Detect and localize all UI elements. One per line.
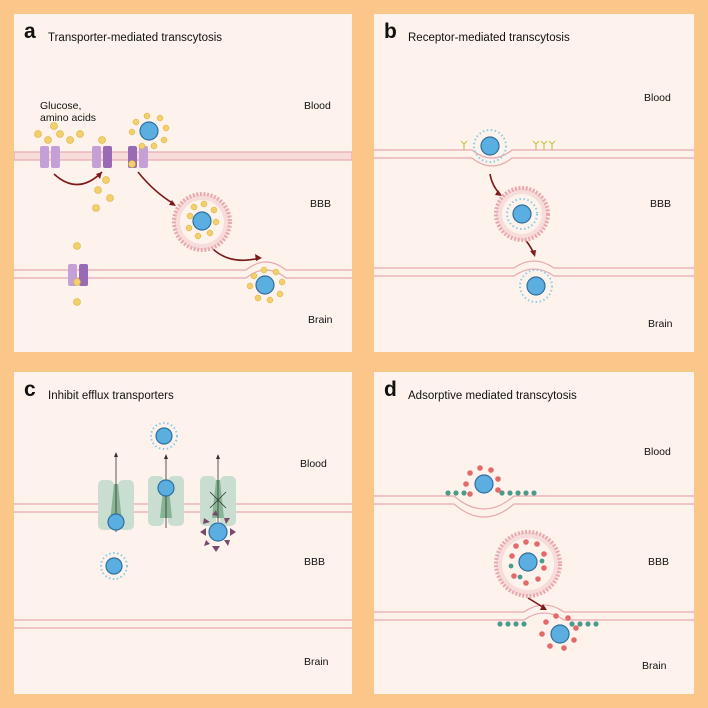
- anionic-sites-top: [445, 490, 537, 496]
- vesicle-a: [172, 192, 232, 252]
- nanoparticle-brain: [519, 269, 553, 303]
- arrow-heads: [96, 172, 262, 261]
- anionic-sites-bottom: [497, 621, 599, 627]
- panel-a: a Transporter-mediated transcytosis Gluc…: [14, 14, 352, 352]
- panel-title: Inhibit efflux transporters: [48, 390, 174, 402]
- glucose-molecules: [34, 122, 136, 306]
- panel-c-illustration: [14, 422, 352, 629]
- nanoparticle-brain: [100, 552, 128, 580]
- vesicle-d: [494, 530, 562, 598]
- panel-letter: b: [384, 20, 397, 43]
- label-bbb: BBB: [304, 556, 326, 568]
- nanoparticle-pump-2: [157, 479, 175, 497]
- membrane-bottom: [14, 261, 352, 279]
- panel-d: d Adsorptive mediated transcytosis Blood…: [374, 372, 694, 694]
- nanoparticle-blood: [463, 465, 501, 497]
- panel-b-illustration: [374, 129, 694, 303]
- label-brain: Brain: [642, 660, 667, 672]
- panel-title: Receptor-mediated transcytosis: [408, 32, 570, 44]
- nanoparticle-brain: [539, 613, 579, 651]
- membrane-top: [14, 151, 352, 161]
- panel-title: Adsorptive mediated transcytosis: [408, 390, 577, 402]
- arrow-heads: [495, 190, 536, 257]
- nanoparticle-free: [150, 422, 178, 450]
- glucose-label-line1: Glucose,: [40, 100, 82, 112]
- glucose-transporter-1: [40, 146, 60, 168]
- label-brain: Brain: [308, 314, 333, 326]
- glucose-label-line2: amino acids: [40, 112, 97, 124]
- label-blood: Blood: [304, 100, 331, 112]
- efflux-pump-3-inhibited: [200, 454, 236, 526]
- membrane-bottom: [374, 604, 694, 621]
- arrow-head: [540, 604, 547, 610]
- panel-c: c Inhibit efflux transporters Blood BBB …: [14, 372, 352, 694]
- vesicle-b: [494, 186, 550, 242]
- label-blood: Blood: [300, 458, 327, 470]
- panel-d-illustration: [374, 465, 694, 651]
- label-bbb: BBB: [648, 556, 670, 568]
- label-bbb: BBB: [310, 198, 332, 210]
- nanoparticle-blood: [128, 112, 170, 150]
- panel-letter: d: [384, 378, 397, 401]
- label-brain: Brain: [648, 318, 673, 330]
- inhibitor-nanoparticle: [200, 510, 236, 552]
- panel-a-illustration: [14, 112, 352, 306]
- receptors: [460, 140, 556, 150]
- glucose-transporter-2: [92, 146, 112, 168]
- label-blood: Blood: [644, 446, 671, 458]
- label-blood: Blood: [644, 92, 671, 104]
- membrane-top: [374, 149, 694, 167]
- panel-b: b Receptor-mediated transcytosis Blood B…: [374, 14, 694, 352]
- panel-letter: c: [24, 378, 36, 401]
- nanoparticle-pump-1: [107, 513, 125, 531]
- panel-letter: a: [24, 20, 36, 43]
- nanoparticle-blood: [473, 129, 507, 163]
- label-brain: Brain: [304, 656, 329, 668]
- membrane-top: [374, 495, 694, 518]
- membrane-bottom: [14, 619, 352, 629]
- nanoparticle-brain: [246, 266, 286, 304]
- membrane-bottom: [374, 260, 694, 277]
- label-bbb: BBB: [650, 198, 672, 210]
- panel-title: Transporter-mediated transcytosis: [48, 32, 223, 44]
